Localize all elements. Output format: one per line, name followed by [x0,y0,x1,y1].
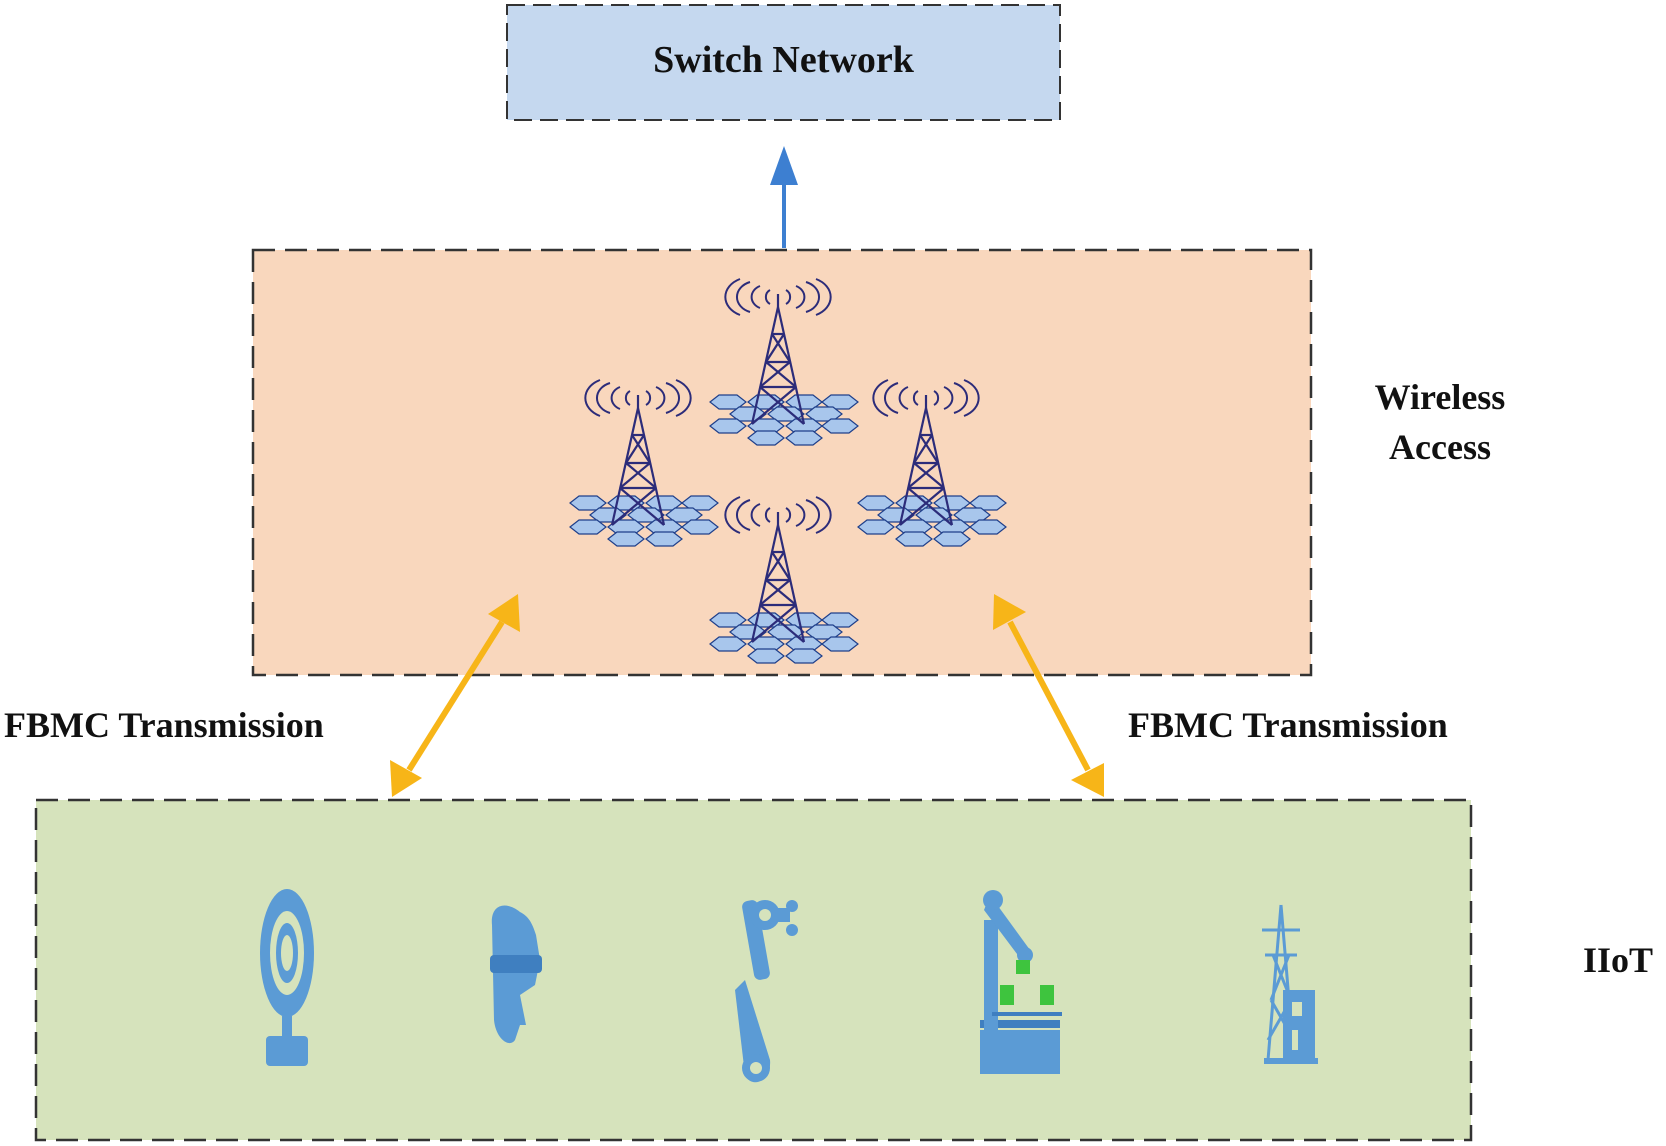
vr-headset-head-icon [490,905,542,1044]
factory-robot-icon [980,890,1062,1074]
wireless-access-label-line1: Wireless [1374,377,1506,417]
fbmc-arrow-right [993,594,1104,797]
fbmc-transmission-right-label: FBMC Transmission [1128,705,1448,745]
fbmc-transmission-left-label: FBMC Transmission [4,705,324,745]
switch-network-box [506,4,1061,121]
wireless-access-box [251,248,1313,677]
switch-network-label: Switch Network [653,39,914,81]
fbmc-arrow-left [390,594,520,797]
iiot-label: IIoT [1583,940,1654,980]
robotic-arm-icon [735,900,798,1083]
uplink-arrow [770,146,798,248]
wireless-access-label: Wireless Access [1340,372,1540,472]
webcam-icon [260,889,314,1066]
wireless-access-label-line2: Access [1389,427,1491,467]
power-pylon-icon [1262,904,1318,1064]
